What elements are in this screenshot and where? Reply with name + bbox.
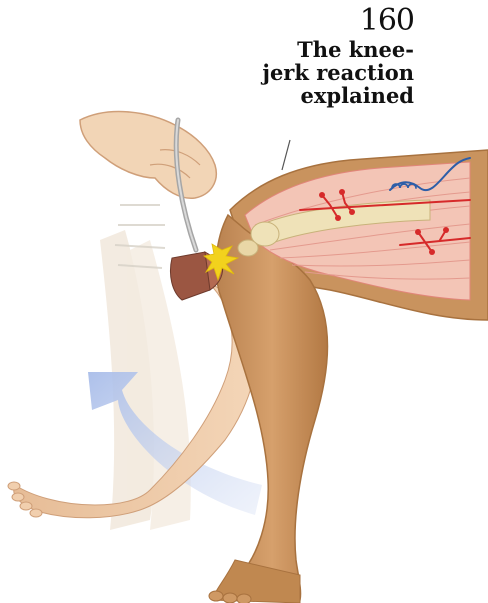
title-pointer-line — [282, 140, 290, 170]
title-line-3: explained — [224, 84, 414, 107]
page-title: The knee- jerk reaction explained — [224, 38, 414, 107]
title-line-1: The knee- — [224, 38, 414, 61]
doctor-hand — [80, 112, 216, 199]
title-line-2: jerk reaction — [224, 61, 414, 84]
page-number: 160 — [360, 6, 414, 36]
